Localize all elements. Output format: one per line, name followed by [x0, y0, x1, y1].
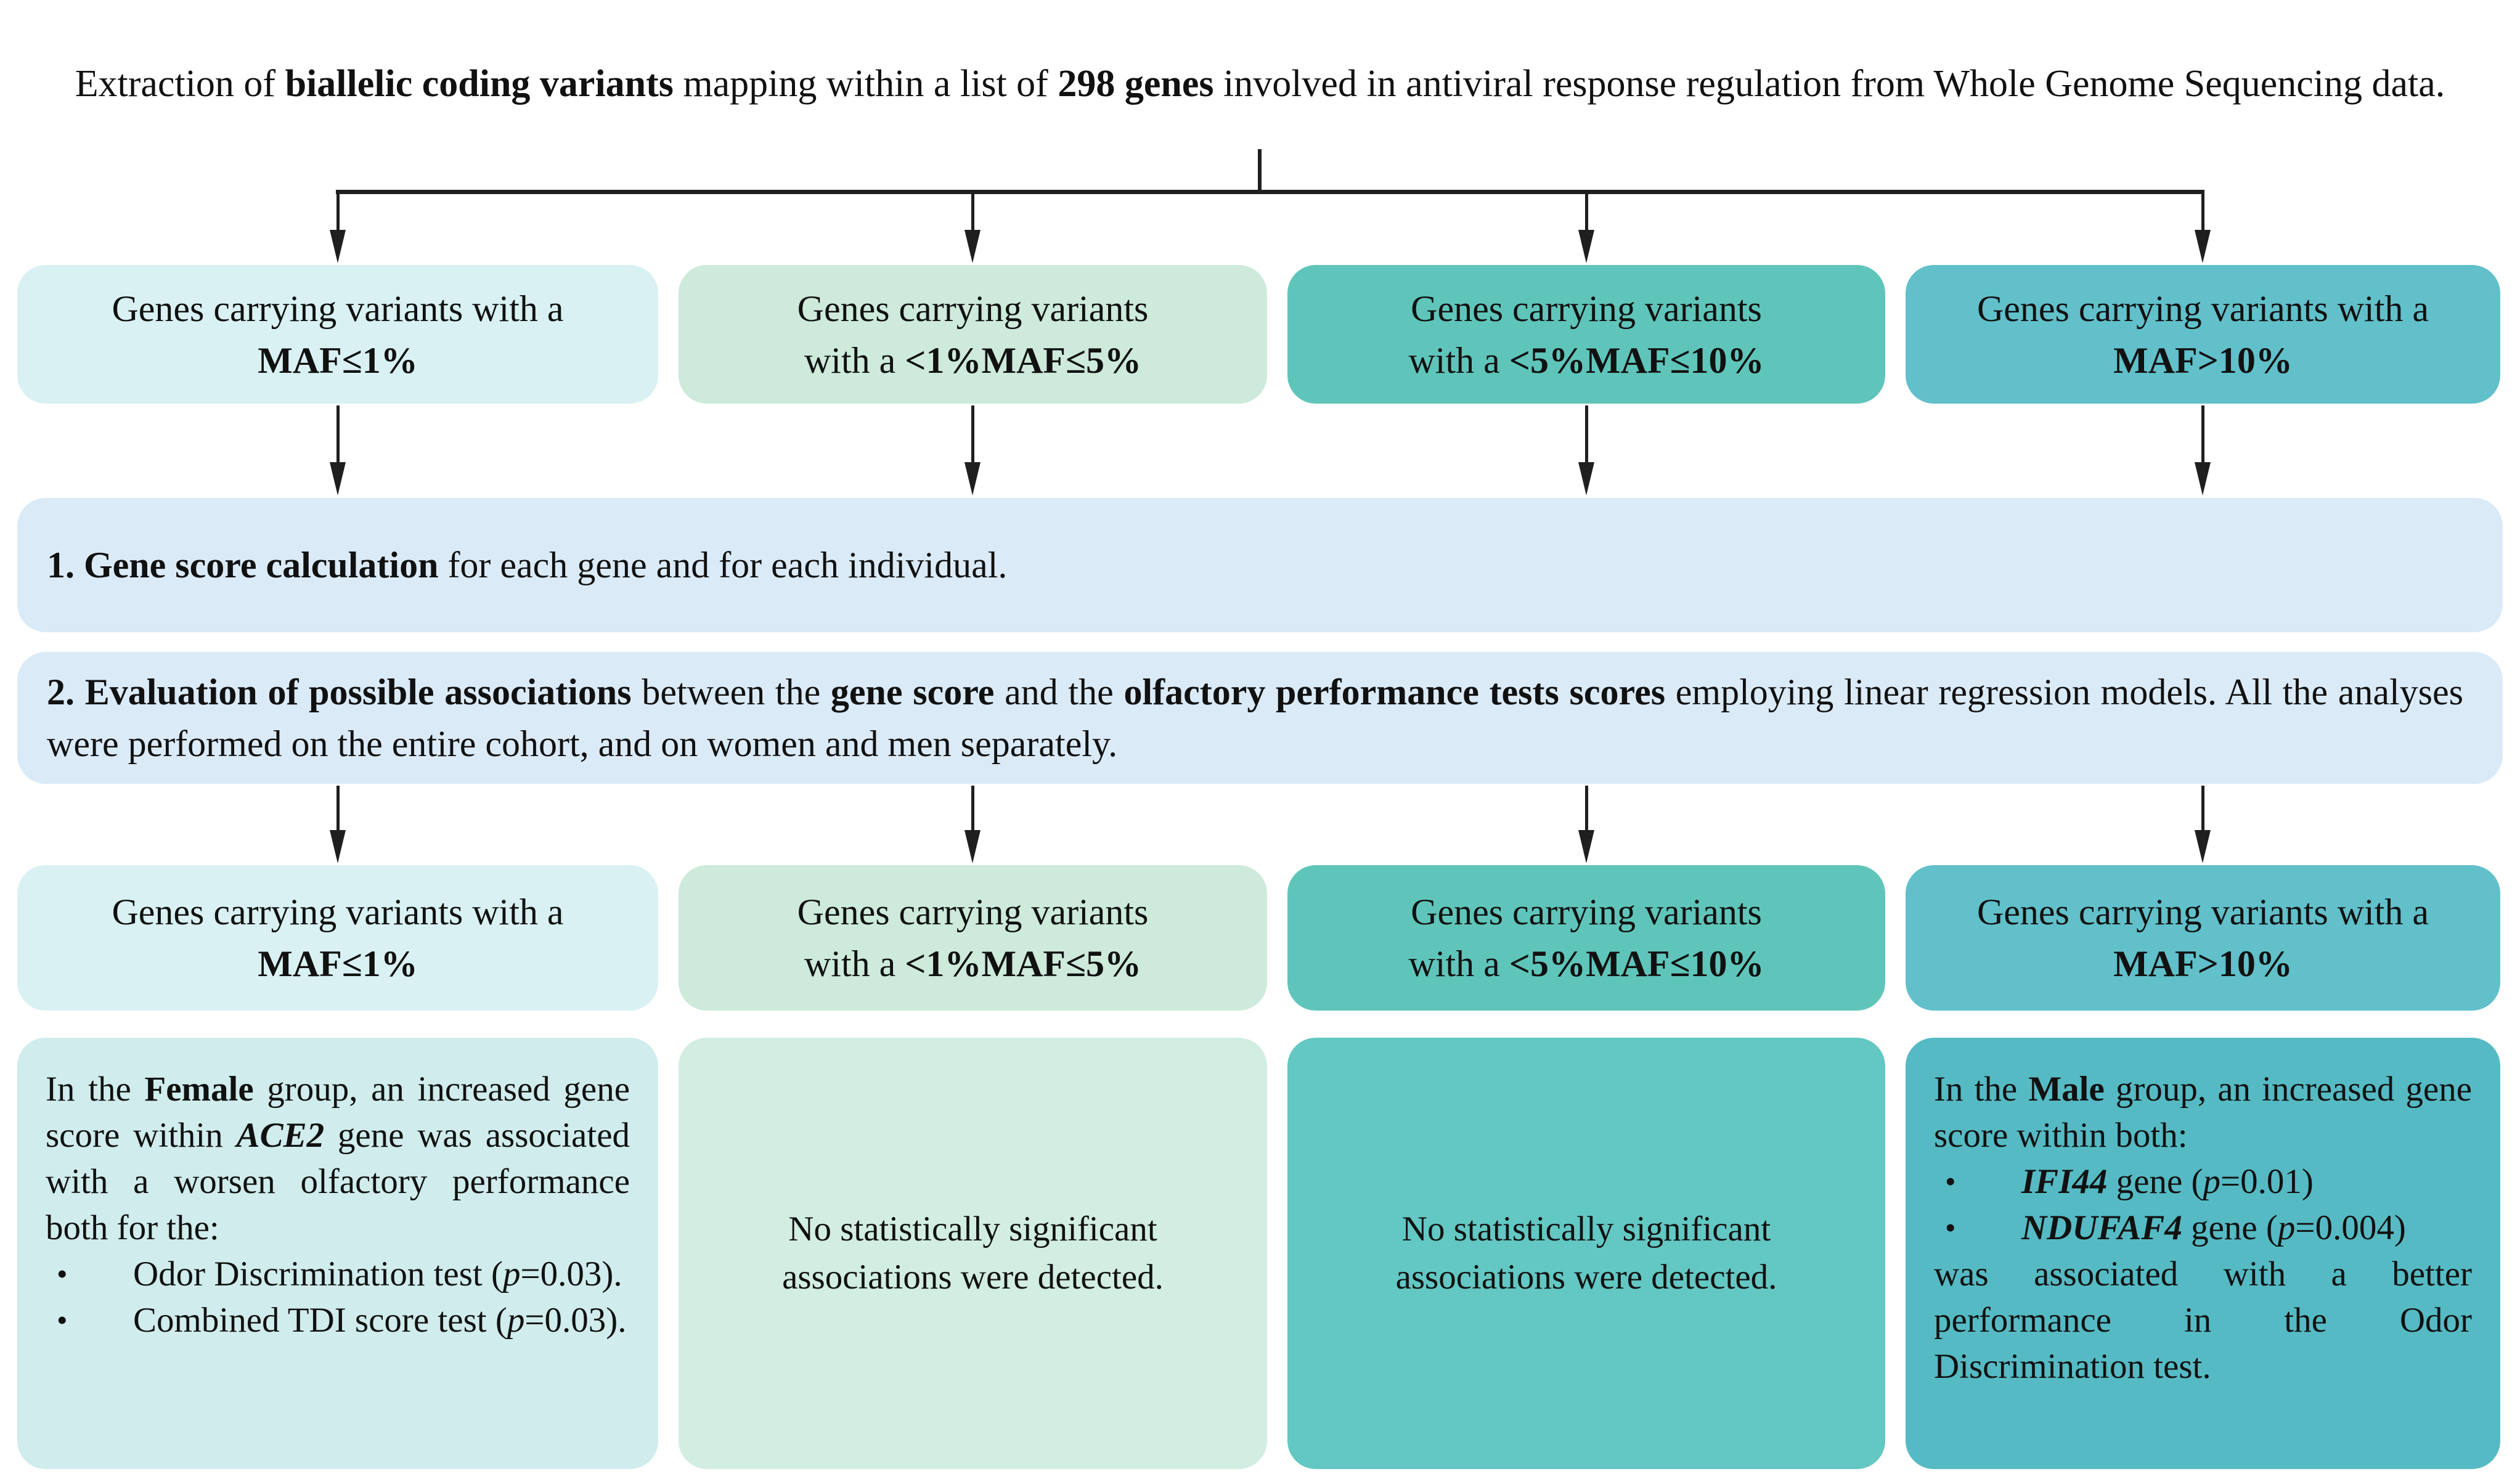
- step1-box-gene-score: 1. Gene score calculation for each gene …: [17, 498, 2503, 632]
- step2-box-associations: 2. Evaluation of possible associations b…: [17, 652, 2503, 784]
- arrow-down-icon-r2c1: [330, 405, 346, 495]
- arrow-head: [2195, 462, 2211, 495]
- top-box-extraction: Extraction of biallelic coding variants …: [17, 18, 2503, 149]
- result-bullet-ndufaf4: NDUFAF4 gene (p=0.004): [1934, 1205, 2472, 1251]
- arrow-stem: [1584, 786, 1588, 830]
- arrow-stem: [2201, 194, 2204, 230]
- arrow-stem: [336, 194, 340, 230]
- arrow-down-icon-r2c3: [1578, 405, 1594, 495]
- arrow-down-icon-r2c4: [2195, 405, 2211, 495]
- arrow-stem: [2201, 786, 2204, 830]
- arrow-head: [330, 462, 346, 495]
- arrow-stem: [336, 786, 340, 830]
- step1-text: 1. Gene score calculation for each gene …: [47, 545, 1008, 585]
- result-outro: was associated with a better performance…: [1934, 1255, 2472, 1386]
- result-bullet-ifi44: IFI44 gene (p=0.01): [1934, 1158, 2472, 1205]
- arrow-head: [1578, 230, 1594, 263]
- arrow-down-icon-r1c1: [330, 194, 346, 263]
- arrow-head: [964, 230, 981, 263]
- top-box-text: Extraction of biallelic coding variants …: [75, 63, 2445, 105]
- arrow-stem: [971, 786, 974, 830]
- arrow-stem: [336, 405, 340, 462]
- connector-horizontal-line: [336, 190, 2204, 194]
- result-bullet-list: Odor Discrimination test (p=0.03). Combi…: [46, 1251, 630, 1343]
- arrow-head: [330, 830, 346, 863]
- arrow-stem: [971, 405, 974, 462]
- arrow-down-icon-r3c3: [1578, 786, 1594, 863]
- result-bullet-combined-tdi: Combined TDI score test (p=0.03).: [46, 1297, 630, 1343]
- result-intro: In the Male group, an increased gene sco…: [1934, 1070, 2472, 1155]
- arrow-stem: [2201, 405, 2204, 462]
- result-bullet-odor-discrimination: Odor Discrimination test (p=0.03).: [46, 1251, 630, 1297]
- result-intro: In the Female group, an increased gene s…: [46, 1070, 630, 1247]
- arrow-down-icon-r1c3: [1578, 194, 1594, 263]
- arrow-head: [2195, 230, 2211, 263]
- result-box-female-ace2: In the Female group, an increased gene s…: [17, 1038, 658, 1469]
- result-box-no-association-1: No statistically significant association…: [679, 1038, 1267, 1469]
- arrow-head: [2195, 830, 2211, 863]
- arrow-stem: [1584, 405, 1588, 462]
- arrow-head: [964, 830, 981, 863]
- arrow-down-icon-r1c4: [2195, 194, 2211, 263]
- result-text: No statistically significant association…: [782, 1210, 1164, 1297]
- arrow-stem: [971, 194, 974, 230]
- arrow-down-icon-r3c2: [964, 786, 981, 863]
- result-box-male-ifi44-ndufaf4: In the Male group, an increased gene sco…: [1906, 1038, 2500, 1469]
- arrow-down-icon-r1c2: [964, 194, 981, 263]
- step2-text: 2. Evaluation of possible associations b…: [47, 672, 2464, 764]
- arrow-head: [1578, 462, 1594, 495]
- result-text: No statistically significant association…: [1395, 1210, 1777, 1297]
- arrow-down-icon-r2c2: [964, 405, 981, 495]
- arrow-stem: [1584, 194, 1588, 230]
- connector-vertical-stub: [1258, 149, 1262, 191]
- arrow-down-icon-r3c1: [330, 786, 346, 863]
- arrow-head: [1578, 830, 1594, 863]
- arrow-head: [330, 230, 346, 263]
- arrow-head: [964, 462, 981, 495]
- result-box-no-association-2: No statistically significant association…: [1287, 1038, 1885, 1469]
- result-bullet-list: IFI44 gene (p=0.01) NDUFAF4 gene (p=0.00…: [1934, 1158, 2472, 1251]
- arrow-down-icon-r3c4: [2195, 786, 2211, 863]
